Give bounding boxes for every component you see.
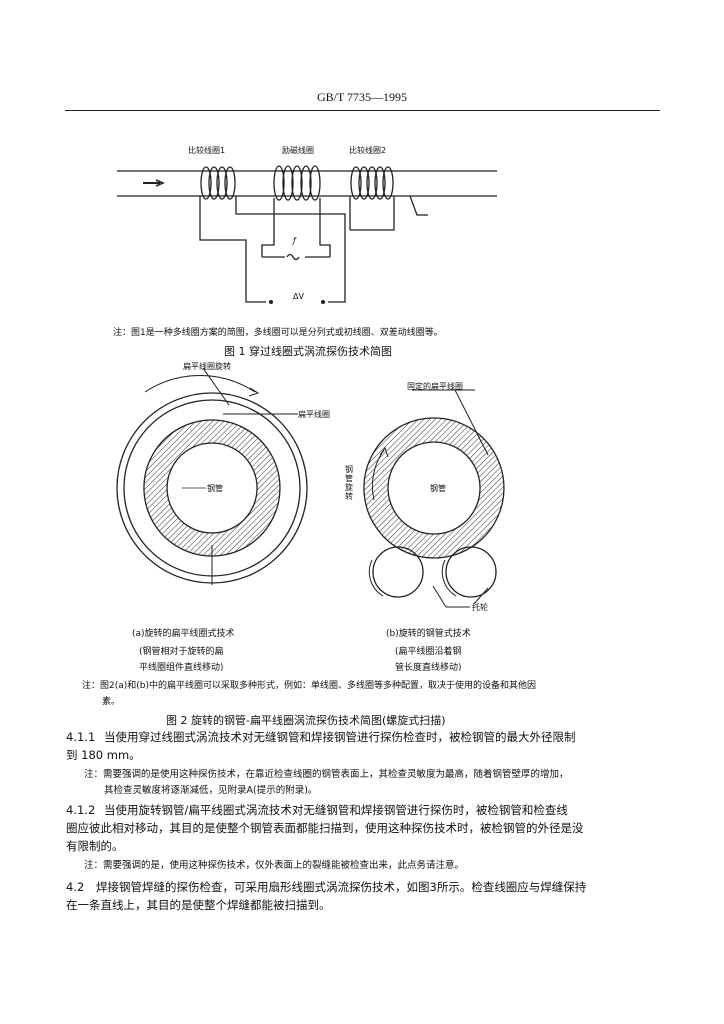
label-flat-coil: 扁平线圈 [298, 410, 330, 419]
section-4-1-1-note: 注：需要强调的是使用这种探伤技术，在靠近检查线圈的钢管表面上，其检查灵敏度为最高… [84, 769, 569, 780]
section-4-1-2-line1: 当使用旋转钢管/扁平线圈式涡流技术对无缝钢管和焊接钢管进行探伤时，被检钢管和检查… [104, 803, 568, 817]
label-comparison-coil-2: 比较线圈2 [349, 146, 387, 155]
excitation-coil [273, 165, 321, 201]
figure-2-note-line2: 素。 [102, 697, 121, 707]
label-pipe-b: 钢管 [430, 484, 446, 493]
label-pipe-rotation: 钢管旋转 [345, 465, 353, 501]
terminal-left [269, 300, 273, 304]
label-frequency: ƒ [293, 236, 296, 245]
figure-2b [363, 389, 505, 608]
label-support-wheel: 托轮 [472, 603, 488, 612]
figure-2b-subcaption: (b)旋转的钢管式技术 [386, 629, 471, 639]
section-4-1-2-line3: 有限制的。 [66, 839, 124, 853]
comparison-coil-2 [350, 166, 394, 200]
section-4-1-1-number: 4.1.1 [66, 730, 96, 744]
label-delta-v: ΔV [293, 292, 304, 301]
terminal-right [321, 300, 325, 304]
figure-2a-subcaption-line3: 平线圈组件直线移动) [139, 663, 224, 673]
section-4-2-line1: 焊接钢管焊缝的探伤检查，可采用扇形线圈式涡流探伤技术，如图3所示。检查线圈应与焊… [96, 880, 587, 894]
section-4-2-line2: 在一条直线上，其目的是使整个焊缝都能被扫描到。 [66, 898, 331, 912]
label-comparison-coil-1: 比较线圈1 [188, 146, 226, 155]
figure-1-caption: 图 1 穿过线圈式涡流探伤技术简图 [224, 345, 392, 358]
section-4-1-2-line2: 圈应彼此相对移动，其目的是使整个钢管表面都能扫描到，使用这种探伤技术时，被检钢管… [66, 821, 584, 835]
header-rule [65, 110, 660, 111]
figure-1-note: 注：图1是一种多线圈方案的简图，多线圈可以是分列式或初线圈、双差动线圈等。 [113, 328, 443, 338]
figure-2a-subcaption: (a)旋转的扁平线圈式技术 [132, 629, 235, 639]
figure-2-caption: 图 2 旋转的钢管-扁平线圈涡流探伤技术简图(螺旋式扫描) [166, 714, 446, 727]
figure-2a-subcaption-line2: (钢管相对于旋转的扁 [139, 647, 224, 657]
section-4-1-1-line2: 到 180 mm。 [66, 748, 141, 762]
section-4-1-2-number: 4.1.2 [66, 803, 96, 817]
label-excitation-coil: 励磁线圈 [282, 146, 314, 155]
page-header: GB/T 7735—1995 [316, 90, 408, 104]
section-4-1-2-note: 注：需要强调的是，使用这种探伤技术，仅外表面上的裂缝能被检查出来，此点务请注意。 [84, 860, 465, 871]
figure-2b-subcaption-line2: (扁平线圈沿着钢 [395, 647, 462, 657]
section-4-1-1-line1: 当使用穿过线圈式涡流技术对无缝钢管和焊接钢管进行探伤检查时，被检钢管的最大外径限… [104, 730, 576, 744]
figure-2b-subcaption-line3: 管长度直线移动) [395, 663, 462, 673]
label-flat-coil-rotation: 扁平线圈旋转 [183, 362, 231, 371]
label-fixed-flat-coil: 固定的扁平线圈 [407, 382, 463, 391]
figure-2a [116, 367, 308, 585]
comparison-coil-1 [200, 166, 236, 200]
label-pipe-a: 钢管 [207, 484, 223, 493]
section-4-1-1-note-line2: 其检查灵敏度将逐渐减低，见附录A(提示的附录)。 [104, 785, 318, 796]
section-4-2-number: 4.2 [66, 880, 85, 894]
figure-2-note: 注：图2(a)和(b)中的扁平线圈可以采取多种形式，例如：单线圈、多线圈等多种配… [82, 681, 537, 691]
